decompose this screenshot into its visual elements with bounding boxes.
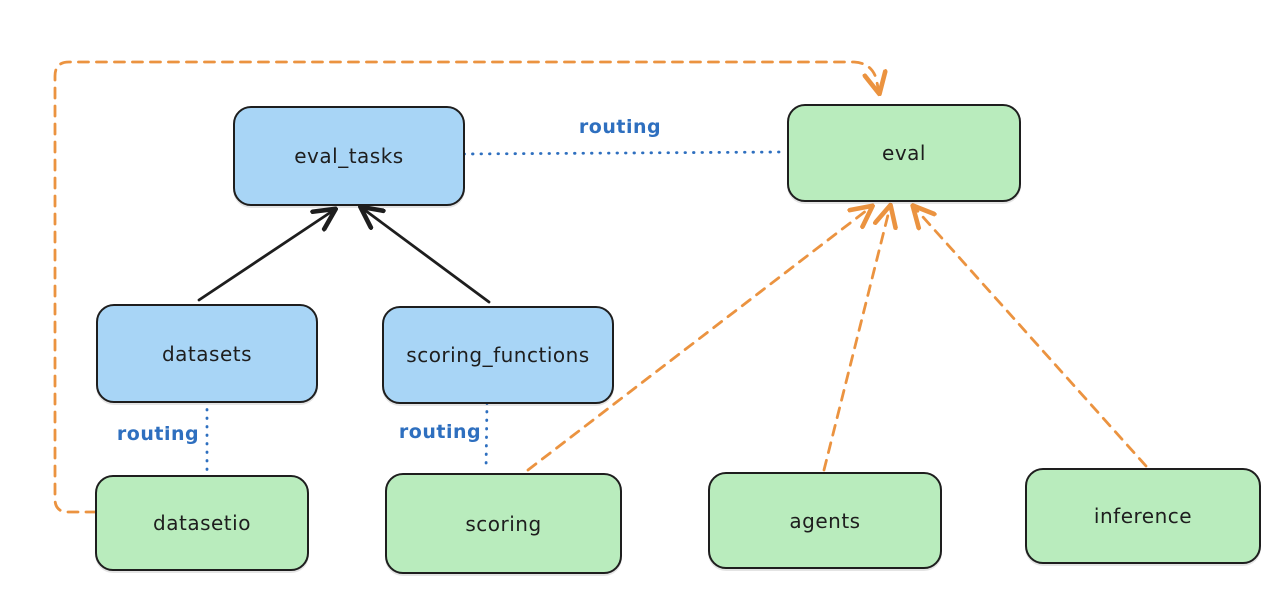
node-eval: eval <box>787 104 1021 202</box>
edge-scoring-to-eval <box>526 207 871 472</box>
node-datasetio-label: datasetio <box>153 511 251 535</box>
edge-label-routing-datasetio: routing <box>116 423 200 445</box>
node-scoring: scoring <box>385 473 622 574</box>
edge-datasets-to-eval_tasks <box>197 210 334 302</box>
edge-agents-to-eval <box>822 207 890 472</box>
edge-datasetio-to-eval <box>53 60 879 514</box>
node-agents: agents <box>708 472 942 569</box>
edge-scoring_functions-to-eval_tasks <box>362 208 491 304</box>
edge-label-routing-eval: routing <box>578 116 662 138</box>
edge-eval_tasks-to-eval <box>462 150 785 156</box>
node-eval-tasks: eval_tasks <box>233 106 465 206</box>
node-scoring-functions-label: scoring_functions <box>406 343 590 367</box>
edge-label-routing-scoring: routing <box>398 421 482 443</box>
node-eval-tasks-label: eval_tasks <box>294 144 404 168</box>
node-datasets-label: datasets <box>161 341 253 366</box>
solid-arrow-group <box>197 208 491 304</box>
dotted-routing-group <box>205 150 785 474</box>
edge-inference-to-eval <box>914 207 1148 468</box>
node-datasets: datasets <box>96 304 318 403</box>
node-agents-label: agents <box>789 508 861 533</box>
edge-scoring_functions-to-scoring <box>484 401 489 472</box>
node-inference: inference <box>1025 468 1261 564</box>
node-scoring-functions: scoring_functions <box>382 306 614 404</box>
node-eval-label: eval <box>882 141 926 165</box>
node-inference-label: inference <box>1093 504 1193 528</box>
dashed-arrow-group <box>53 60 1148 514</box>
node-scoring-label: scoring <box>465 511 542 536</box>
node-datasetio: datasetio <box>95 475 309 571</box>
